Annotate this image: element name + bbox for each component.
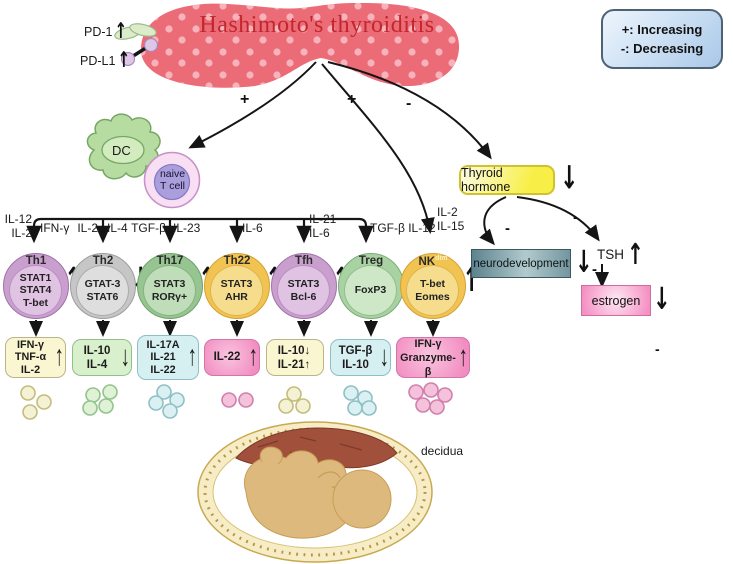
output-box-treg: TGF-β IL-10 ↓ xyxy=(330,339,391,376)
output-box-th17: IL-17A IL-21 IL-22 ↑ xyxy=(137,335,199,380)
bracket-label-nk: IL-2 IL-15 xyxy=(437,205,465,233)
arrow-hormone-to-neuro xyxy=(479,196,507,246)
dots-nk xyxy=(408,382,453,415)
plus-label-nk: + xyxy=(347,91,357,108)
dots-treg xyxy=(343,385,377,416)
cell-tfh: Tfh STAT3 Bcl-6 xyxy=(271,253,337,319)
cell-nk-name: NKdim xyxy=(418,255,448,268)
output-th17-arrow: ↑ xyxy=(187,340,198,373)
fetus-shape xyxy=(243,446,392,539)
stray-minus-label: - xyxy=(655,341,660,357)
cell-th17: Th17 STAT3 RORγ+ xyxy=(137,253,203,319)
pdl1-molecule-icon xyxy=(120,37,159,67)
output-nk-arrow: ↑ xyxy=(458,341,469,373)
cell-nk-superscript: dim xyxy=(435,255,448,262)
cell-treg-factors: FoxP3 xyxy=(344,265,397,316)
bracket-label-th17-left: TGF-β xyxy=(131,221,166,235)
naive-t-label: naive T cell xyxy=(159,168,186,192)
arrow-thyroid-to-hormone xyxy=(327,61,492,160)
minus-label-neuro: - xyxy=(505,220,510,237)
arrow-thyroid-to-naive-t xyxy=(188,61,317,149)
tsh-label: TSH xyxy=(597,247,624,262)
dots-th1 xyxy=(20,385,52,420)
cytokine-bracket xyxy=(26,217,374,244)
cell-th17-factors: STAT3 RORγ+ xyxy=(143,265,196,316)
minus-label-tsh: - xyxy=(573,209,578,226)
cell-tfh-factors: STAT3 Bcl-6 xyxy=(277,265,330,316)
cell-th1: Th1 STAT1 STAT4 T-bet xyxy=(3,253,69,319)
bracket-label-th17-right: IL-23 xyxy=(173,221,201,235)
cell-nk: NKdim T-bet Eomes xyxy=(400,253,466,319)
output-box-th22: IL-22 ↑ xyxy=(204,339,260,376)
cell-nk-factors: T-bet Eomes xyxy=(406,265,459,316)
thyroid-hormone-box: Thyroid hormone xyxy=(459,165,555,195)
figure-title: Hashimoto's thyroiditis xyxy=(199,12,435,38)
minus-label-hormone: - xyxy=(406,95,412,112)
dots-th22 xyxy=(221,392,254,408)
decidua-label: decidua xyxy=(421,444,464,458)
neurodevelopment-box: neurodevelopment xyxy=(471,249,571,278)
bracket-label-th2-left: IL-2 xyxy=(77,221,98,235)
minus-label-tsh-estrogen: - xyxy=(592,261,597,278)
bracket-label-far-left: IL-12 IL-2 xyxy=(4,212,32,240)
output-th22-arrow: ↑ xyxy=(248,340,259,373)
output-box-th2: IL-10 IL-4 ↓ xyxy=(72,339,132,376)
cell-th1-name: Th1 xyxy=(25,255,47,267)
legend-increasing: +: Increasing xyxy=(621,22,703,37)
dots-tfh xyxy=(278,386,311,414)
dots-th17 xyxy=(148,384,185,419)
output-th1-arrow: ↑ xyxy=(54,340,65,373)
arrow-thyroid-to-nk xyxy=(321,63,435,234)
arrow-hormone-to-tsh xyxy=(516,196,600,242)
output-box-th1: IFN-γ TNF-α IL-2 ↑ xyxy=(5,337,66,378)
cell-th1-factors: STAT1 STAT4 T-bet xyxy=(9,265,62,316)
output-th2-arrow: ↓ xyxy=(120,341,131,373)
pd1-molecule-icon xyxy=(114,23,157,40)
thyroid-hormone-down-arrow: ↓ xyxy=(560,161,579,198)
bracket-label-tfh: IL-21 IL-6 xyxy=(309,212,337,240)
naive-t-cell-shape xyxy=(143,151,201,209)
output-treg-arrow: ↓ xyxy=(379,341,390,373)
pd1-label: PD-1↑ xyxy=(84,17,128,44)
tsh-up-arrow: ↑ xyxy=(627,236,644,272)
output-box-tfh: IL-10↓ IL-21↑ xyxy=(266,339,324,376)
cell-th2: Th2 GTAT-3 STAT6 xyxy=(70,253,136,319)
pdl1-up-arrow-icon: ↑ xyxy=(117,46,131,73)
cell-treg-name: Treg xyxy=(358,255,384,267)
thyroid-gland-shape xyxy=(141,2,460,88)
bracket-label-th1: IFN-γ xyxy=(40,221,70,235)
legend-decreasing: -: Decreasing xyxy=(620,41,704,56)
bracket-label-treg: TGF-β IL-12 xyxy=(370,221,436,235)
cell-th2-factors: GTAT-3 STAT6 xyxy=(76,265,129,316)
cell-output-connectors xyxy=(29,320,440,337)
bracket-label-th22: IL-6 xyxy=(242,221,263,235)
pdl1-label: PD-L1↑ xyxy=(80,46,131,73)
uterus-decidua-illustration xyxy=(197,421,433,563)
cell-tfh-name: Tfh xyxy=(295,255,313,267)
cell-treg: Treg FoxP3 xyxy=(338,253,404,319)
legend-box: +: Increasing -: Decreasing xyxy=(601,9,723,69)
dots-th2 xyxy=(82,384,118,416)
plus-label-naive: + xyxy=(240,91,250,108)
output-box-nk: IFN-γ Granzyme-β ↑ xyxy=(396,337,470,378)
bracket-label-th2-right: IL-4 xyxy=(107,221,128,235)
pd1-up-arrow-icon: ↑ xyxy=(114,17,128,44)
cell-th17-name: Th17 xyxy=(156,255,184,267)
cell-th22-factors: STAT3 AHR xyxy=(210,265,263,316)
estrogen-box: estrogen xyxy=(581,285,651,316)
dendritic-cell-shape xyxy=(86,113,161,180)
neurodevelopment-down-arrow: ↓ xyxy=(575,244,593,280)
estrogen-down-arrow: ↓ xyxy=(653,281,671,317)
cell-th22: Th22 STAT3 AHR xyxy=(204,253,270,319)
dc-label: DC xyxy=(112,143,131,158)
cell-th2-name: Th2 xyxy=(92,255,114,267)
cell-th22-name: Th22 xyxy=(223,255,251,267)
